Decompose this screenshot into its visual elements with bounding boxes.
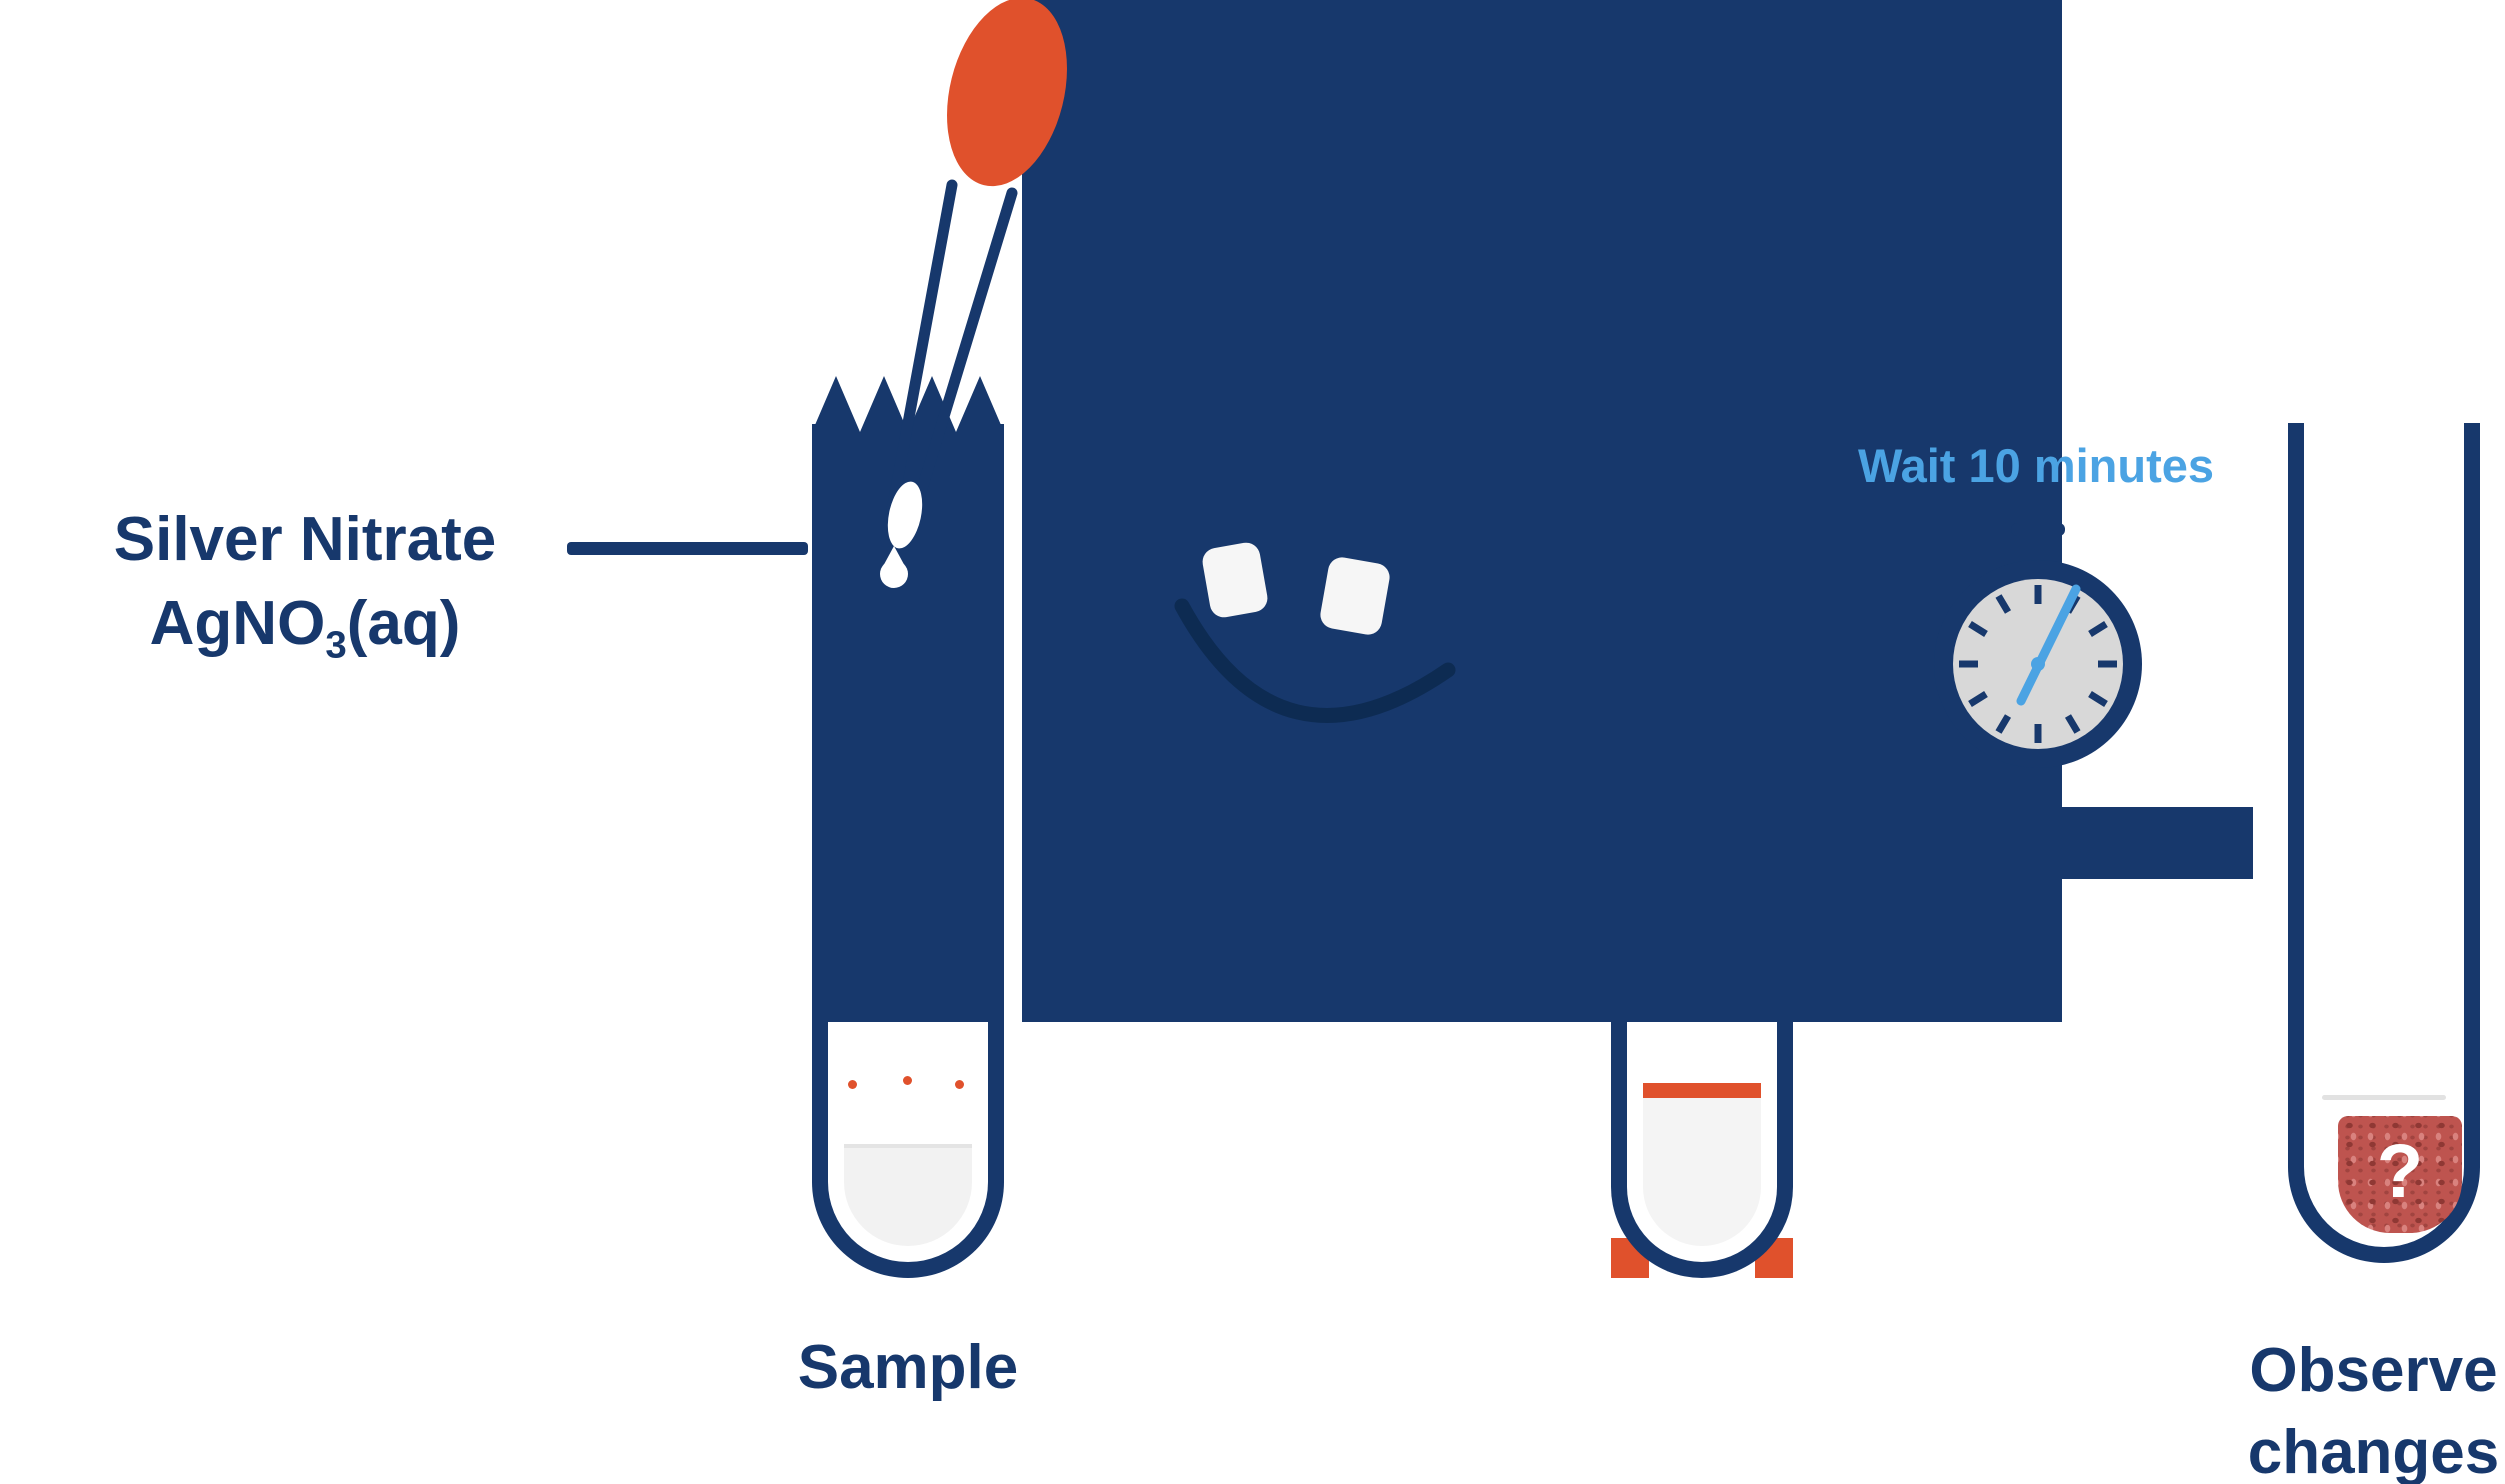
sample-liquid [844,1144,972,1246]
observe-label-line2: changes [2247,1418,2500,1484]
liquid-speck [955,1080,964,1089]
liquid-speck [903,1076,912,1085]
middle-liquid-surface [1643,1083,1761,1098]
formula-subscript: 3 [325,623,347,667]
middle-liquid [1643,1098,1761,1246]
test-tube-body [1611,1022,1793,1278]
stopwatch-hand [2016,584,2081,706]
liquid-speck [848,1080,857,1089]
stopwatch-hand-pivot [2031,657,2045,671]
wait-label: Wait 10 minutes [1857,439,2215,492]
question-mark: ? [2376,1129,2424,1214]
stopwatch-icon [1934,523,2142,768]
observe-label-line1: Observe [2249,1336,2498,1405]
dropper-body-right [898,187,1018,554]
reagent-name: Silver Nitrate [113,505,497,574]
test-tube-body: ? [2288,423,2480,1263]
pointer-line [567,542,808,555]
stopwatch-crown-cap [2011,523,2065,536]
dropper-inner-liquid [887,481,923,549]
formula-prefix: AgNO [149,589,326,658]
formula-suffix: (aq) [346,589,461,658]
observe-label: Observe changes [2242,1330,2505,1484]
dropper-icon [880,0,1067,588]
middle-test-tube [1611,1022,1793,1278]
precipitate-block: ? [2338,1116,2462,1233]
dropper-bulb [947,0,1067,187]
reagent-formula: AgNO3(aq) [10,582,600,687]
liquid-surface-line [2322,1095,2446,1100]
dropper-drop [880,560,908,588]
dropper-body-left [880,179,958,548]
reagent-label: Silver Nitrate AgNO3(aq) [10,498,600,687]
censor-block [1022,0,2062,1022]
connector-bar [2062,807,2253,879]
sample-label: Sample [797,1333,1019,1402]
observe-test-tube: ? [2288,423,2480,1263]
censor-smile [1174,598,1456,723]
